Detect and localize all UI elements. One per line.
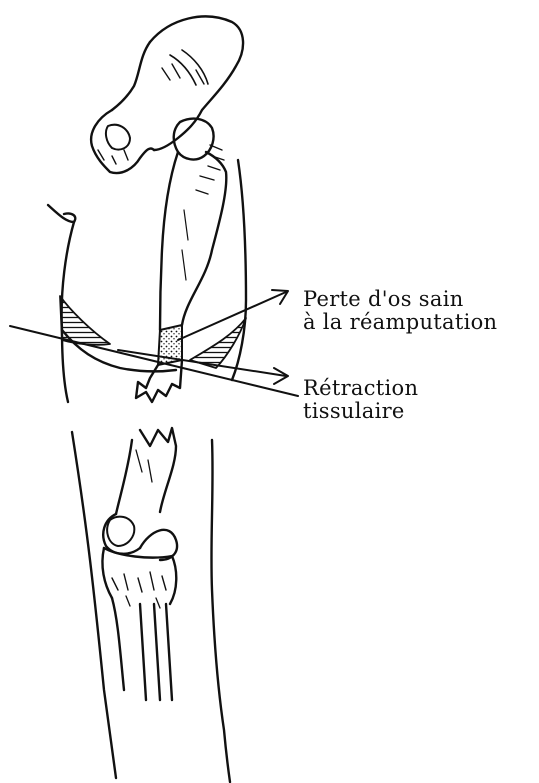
pelvis-bone xyxy=(112,16,243,150)
knee-outline xyxy=(72,432,230,782)
bone-loss-label: Perte d'os sain à la réamputation xyxy=(303,288,497,334)
bone-loss-label-line1: Perte d'os sain xyxy=(303,288,497,311)
ischium-bone xyxy=(91,110,154,173)
tissue-retraction-label-line2: tissulaire xyxy=(303,400,418,423)
distal-femur xyxy=(103,428,177,560)
femur-shaft xyxy=(160,145,226,330)
tissue-retraction-label-line1: Rétraction xyxy=(303,377,418,400)
retraction-zone-left xyxy=(60,296,110,345)
tibia-bone xyxy=(102,548,176,700)
reamputation-line xyxy=(10,326,298,396)
patella xyxy=(107,517,134,546)
bone-loss-label-line2: à la réamputation xyxy=(303,311,497,334)
tissue-retraction-label: Rétraction tissulaire xyxy=(303,377,418,423)
fibula-bone xyxy=(154,604,172,700)
